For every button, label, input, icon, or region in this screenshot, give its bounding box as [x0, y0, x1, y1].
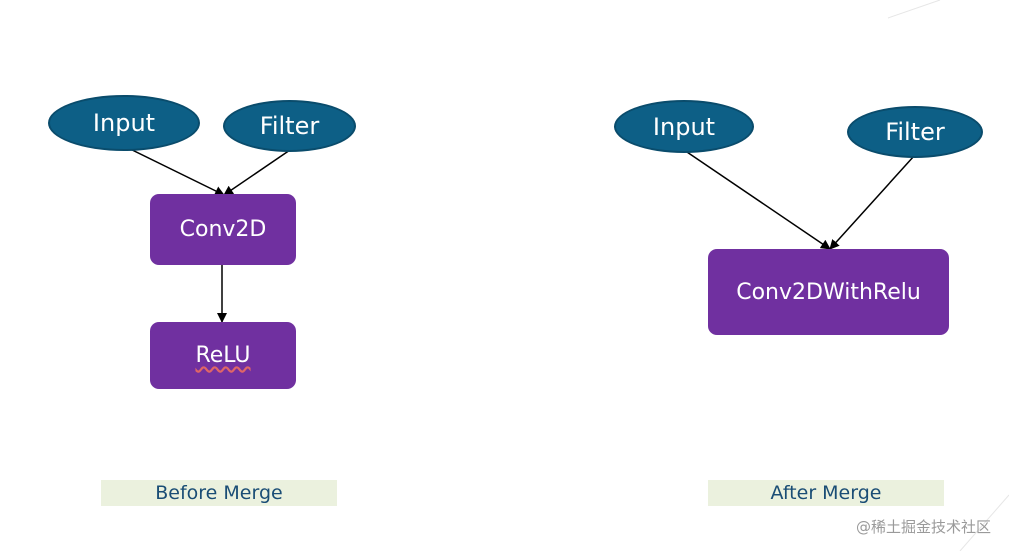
after-merge-caption-text: After Merge	[770, 482, 882, 504]
before-conv2d-label: Conv2D	[179, 217, 267, 242]
after-fused-label: Conv2DWithRelu	[736, 279, 921, 305]
after-input-node: Input	[614, 100, 754, 153]
before-merge-caption: Before Merge	[101, 480, 337, 506]
watermark-text: @稀土掘金技术社区	[855, 518, 991, 536]
before-filter-node: Filter	[223, 100, 356, 152]
before-input-label: Input	[92, 109, 156, 137]
before-filter-label: Filter	[259, 112, 320, 140]
before-input-node: Input	[48, 95, 200, 151]
before-relu-node: ReLU	[150, 322, 296, 389]
edge-input-to-fused	[683, 149, 831, 250]
after-fused-node: Conv2DWithRelu	[708, 249, 949, 335]
edge-filter-to-fused	[829, 155, 915, 250]
decor-line-top	[887, 0, 941, 19]
after-filter-node: Filter	[847, 106, 983, 158]
before-conv2d-node: Conv2D	[150, 194, 296, 265]
decor-line-bottom	[959, 494, 1009, 551]
before-relu-label: ReLU	[195, 343, 251, 368]
edge-filter-to-conv2d	[223, 149, 291, 196]
edge-input-to-conv2d	[123, 145, 225, 196]
after-merge-caption: After Merge	[708, 480, 944, 506]
after-input-label: Input	[652, 112, 716, 141]
before-merge-caption-text: Before Merge	[155, 482, 283, 504]
after-filter-label: Filter	[885, 118, 945, 146]
